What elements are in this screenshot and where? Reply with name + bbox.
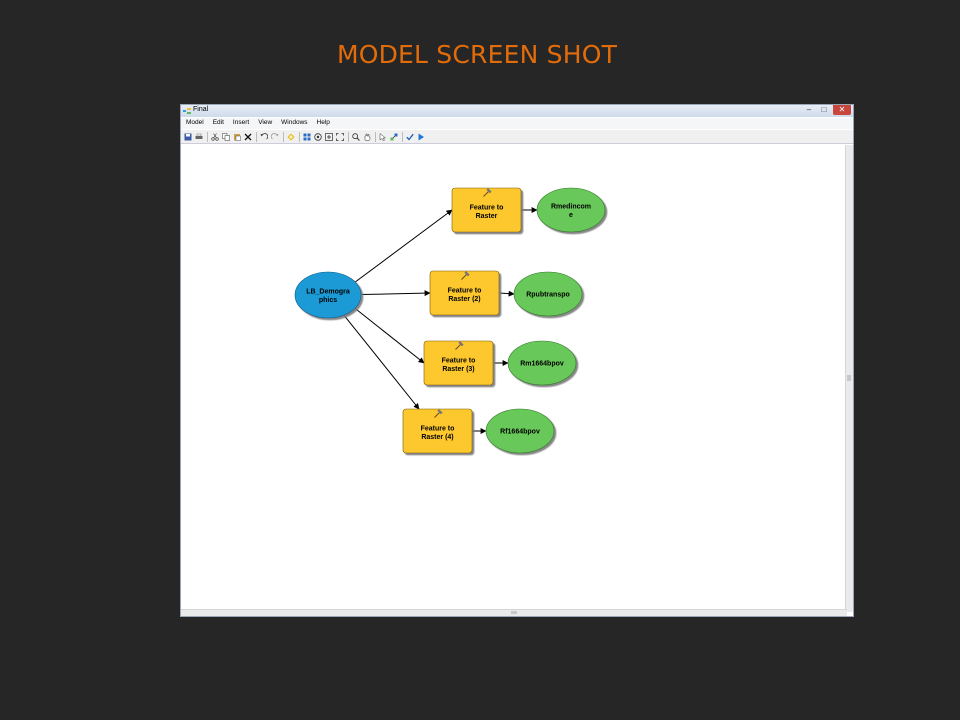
output-dataset-label: Rm1664bpov	[520, 361, 564, 368]
delete-icon[interactable]	[244, 133, 252, 141]
hammer-icon	[434, 409, 443, 418]
print-icon[interactable]	[195, 133, 203, 141]
run-icon[interactable]	[417, 133, 425, 141]
output-dataset-shape	[485, 408, 555, 454]
tool-node-label: Feature to	[442, 357, 476, 364]
save-icon[interactable]	[184, 133, 192, 141]
toolbar	[181, 130, 853, 144]
tool-node-label: Raster	[476, 213, 498, 220]
minimize-button[interactable]: –	[806, 105, 812, 114]
menu-edit[interactable]: Edit	[212, 119, 224, 126]
toolbar-separator	[207, 131, 208, 142]
validate-icon[interactable]	[406, 133, 414, 141]
input-dataset-label: LB_Demogra	[306, 288, 350, 295]
horizontal-scrollbar[interactable]	[181, 609, 847, 616]
hammer-icon	[455, 341, 464, 350]
tool-node-feature-to-raster-1[interactable]: Feature to Raster	[451, 187, 522, 233]
toolbar-separator	[299, 131, 300, 142]
connector-input-to-tool-4[interactable]	[343, 314, 420, 410]
output-dataset-node-4[interactable]: Rf1664bpov	[485, 408, 555, 454]
cut-icon[interactable]	[211, 132, 219, 141]
toolbar-separator	[283, 131, 284, 142]
hammer-icon	[483, 188, 492, 197]
select-icon[interactable]	[352, 132, 360, 141]
tool-shape	[402, 408, 473, 454]
model-builder-window: Final – □ ✕ Model Edit Insert View Windo…	[180, 104, 854, 617]
vertical-scroll-thumb[interactable]	[847, 375, 851, 381]
output-dataset-node-1[interactable]: Rmedincom e	[536, 187, 606, 233]
full-extent-icon[interactable]	[314, 132, 322, 141]
menu-bar: Model Edit Insert View Windows Help	[181, 118, 853, 129]
tool-node-label: Feature to	[421, 425, 455, 432]
close-button[interactable]: ✕	[833, 105, 851, 115]
link-icon[interactable]	[390, 133, 398, 141]
zoom-in-icon[interactable]	[325, 132, 333, 141]
connector-tool-to-output-2[interactable]	[498, 290, 515, 297]
input-dataset-shape	[294, 271, 362, 319]
tool-node-label: Feature to	[448, 287, 482, 294]
connect-icon[interactable]	[379, 132, 387, 141]
output-dataset-shape	[507, 340, 577, 386]
vertical-scrollbar[interactable]	[845, 145, 853, 612]
menu-insert[interactable]: Insert	[232, 119, 250, 126]
output-dataset-label: Rf1664bpov	[500, 429, 540, 436]
undo-icon[interactable]	[260, 132, 268, 141]
input-dataset-label: phics	[319, 297, 337, 304]
menu-view[interactable]: View	[258, 119, 273, 126]
tool-shape	[423, 340, 494, 386]
connector-layer	[343, 207, 538, 434]
toolbar-separator	[256, 131, 257, 142]
window-title: Final	[193, 106, 209, 113]
hammer-icon	[461, 271, 470, 280]
output-dataset-shape	[536, 187, 606, 233]
maximize-button[interactable]: □	[821, 105, 827, 114]
output-dataset-label: Rmedincom	[551, 203, 591, 210]
pan-icon[interactable]	[363, 133, 371, 141]
slide-title: MODEL SCREEN SHOT	[336, 40, 618, 69]
connector-input-to-tool-3[interactable]	[354, 307, 425, 364]
menu-model[interactable]: Model	[186, 119, 204, 126]
tool-node-label: Feature to	[470, 204, 504, 211]
tool-node-feature-to-raster-3[interactable]: Feature to Raster (3)	[423, 340, 494, 386]
model-builder-app-icon	[183, 108, 191, 114]
output-dataset-node-2[interactable]: Rpubtranspo	[513, 271, 583, 317]
menu-help[interactable]: Help	[316, 119, 330, 126]
auto-layout-icon[interactable]	[303, 133, 311, 141]
tool-node-feature-to-raster-2[interactable]: Feature to Raster (2)	[429, 270, 500, 316]
output-dataset-label: Rpubtranspo	[526, 292, 570, 299]
tool-node-label: Raster (4)	[421, 434, 453, 441]
connector-input-to-tool-1[interactable]	[354, 209, 453, 283]
horizontal-scroll-thumb[interactable]	[511, 611, 517, 614]
toolbar-separator	[348, 131, 349, 142]
tool-shape	[451, 187, 522, 233]
output-dataset-node-3[interactable]: Rm1664bpov	[507, 340, 577, 386]
tool-node-feature-to-raster-4[interactable]: Feature to Raster (4)	[402, 408, 473, 454]
toolbar-separator	[402, 131, 403, 142]
tool-node-label: Raster (3)	[442, 366, 474, 373]
output-dataset-label: e	[569, 212, 573, 219]
connector-input-to-tool-2[interactable]	[360, 290, 431, 297]
redo-icon[interactable]	[271, 132, 279, 141]
tool-shape	[429, 270, 500, 316]
window-titlebar[interactable]: Final – □ ✕	[181, 105, 853, 117]
copy-icon[interactable]	[222, 132, 230, 141]
output-dataset-shape	[513, 271, 583, 317]
paste-icon[interactable]	[233, 133, 241, 141]
toolbar-separator	[375, 131, 376, 142]
menu-windows[interactable]: Windows	[281, 119, 308, 126]
tool-node-label: Raster (2)	[448, 296, 480, 303]
add-data-icon[interactable]	[287, 133, 295, 141]
zoom-out-icon[interactable]	[336, 132, 344, 141]
